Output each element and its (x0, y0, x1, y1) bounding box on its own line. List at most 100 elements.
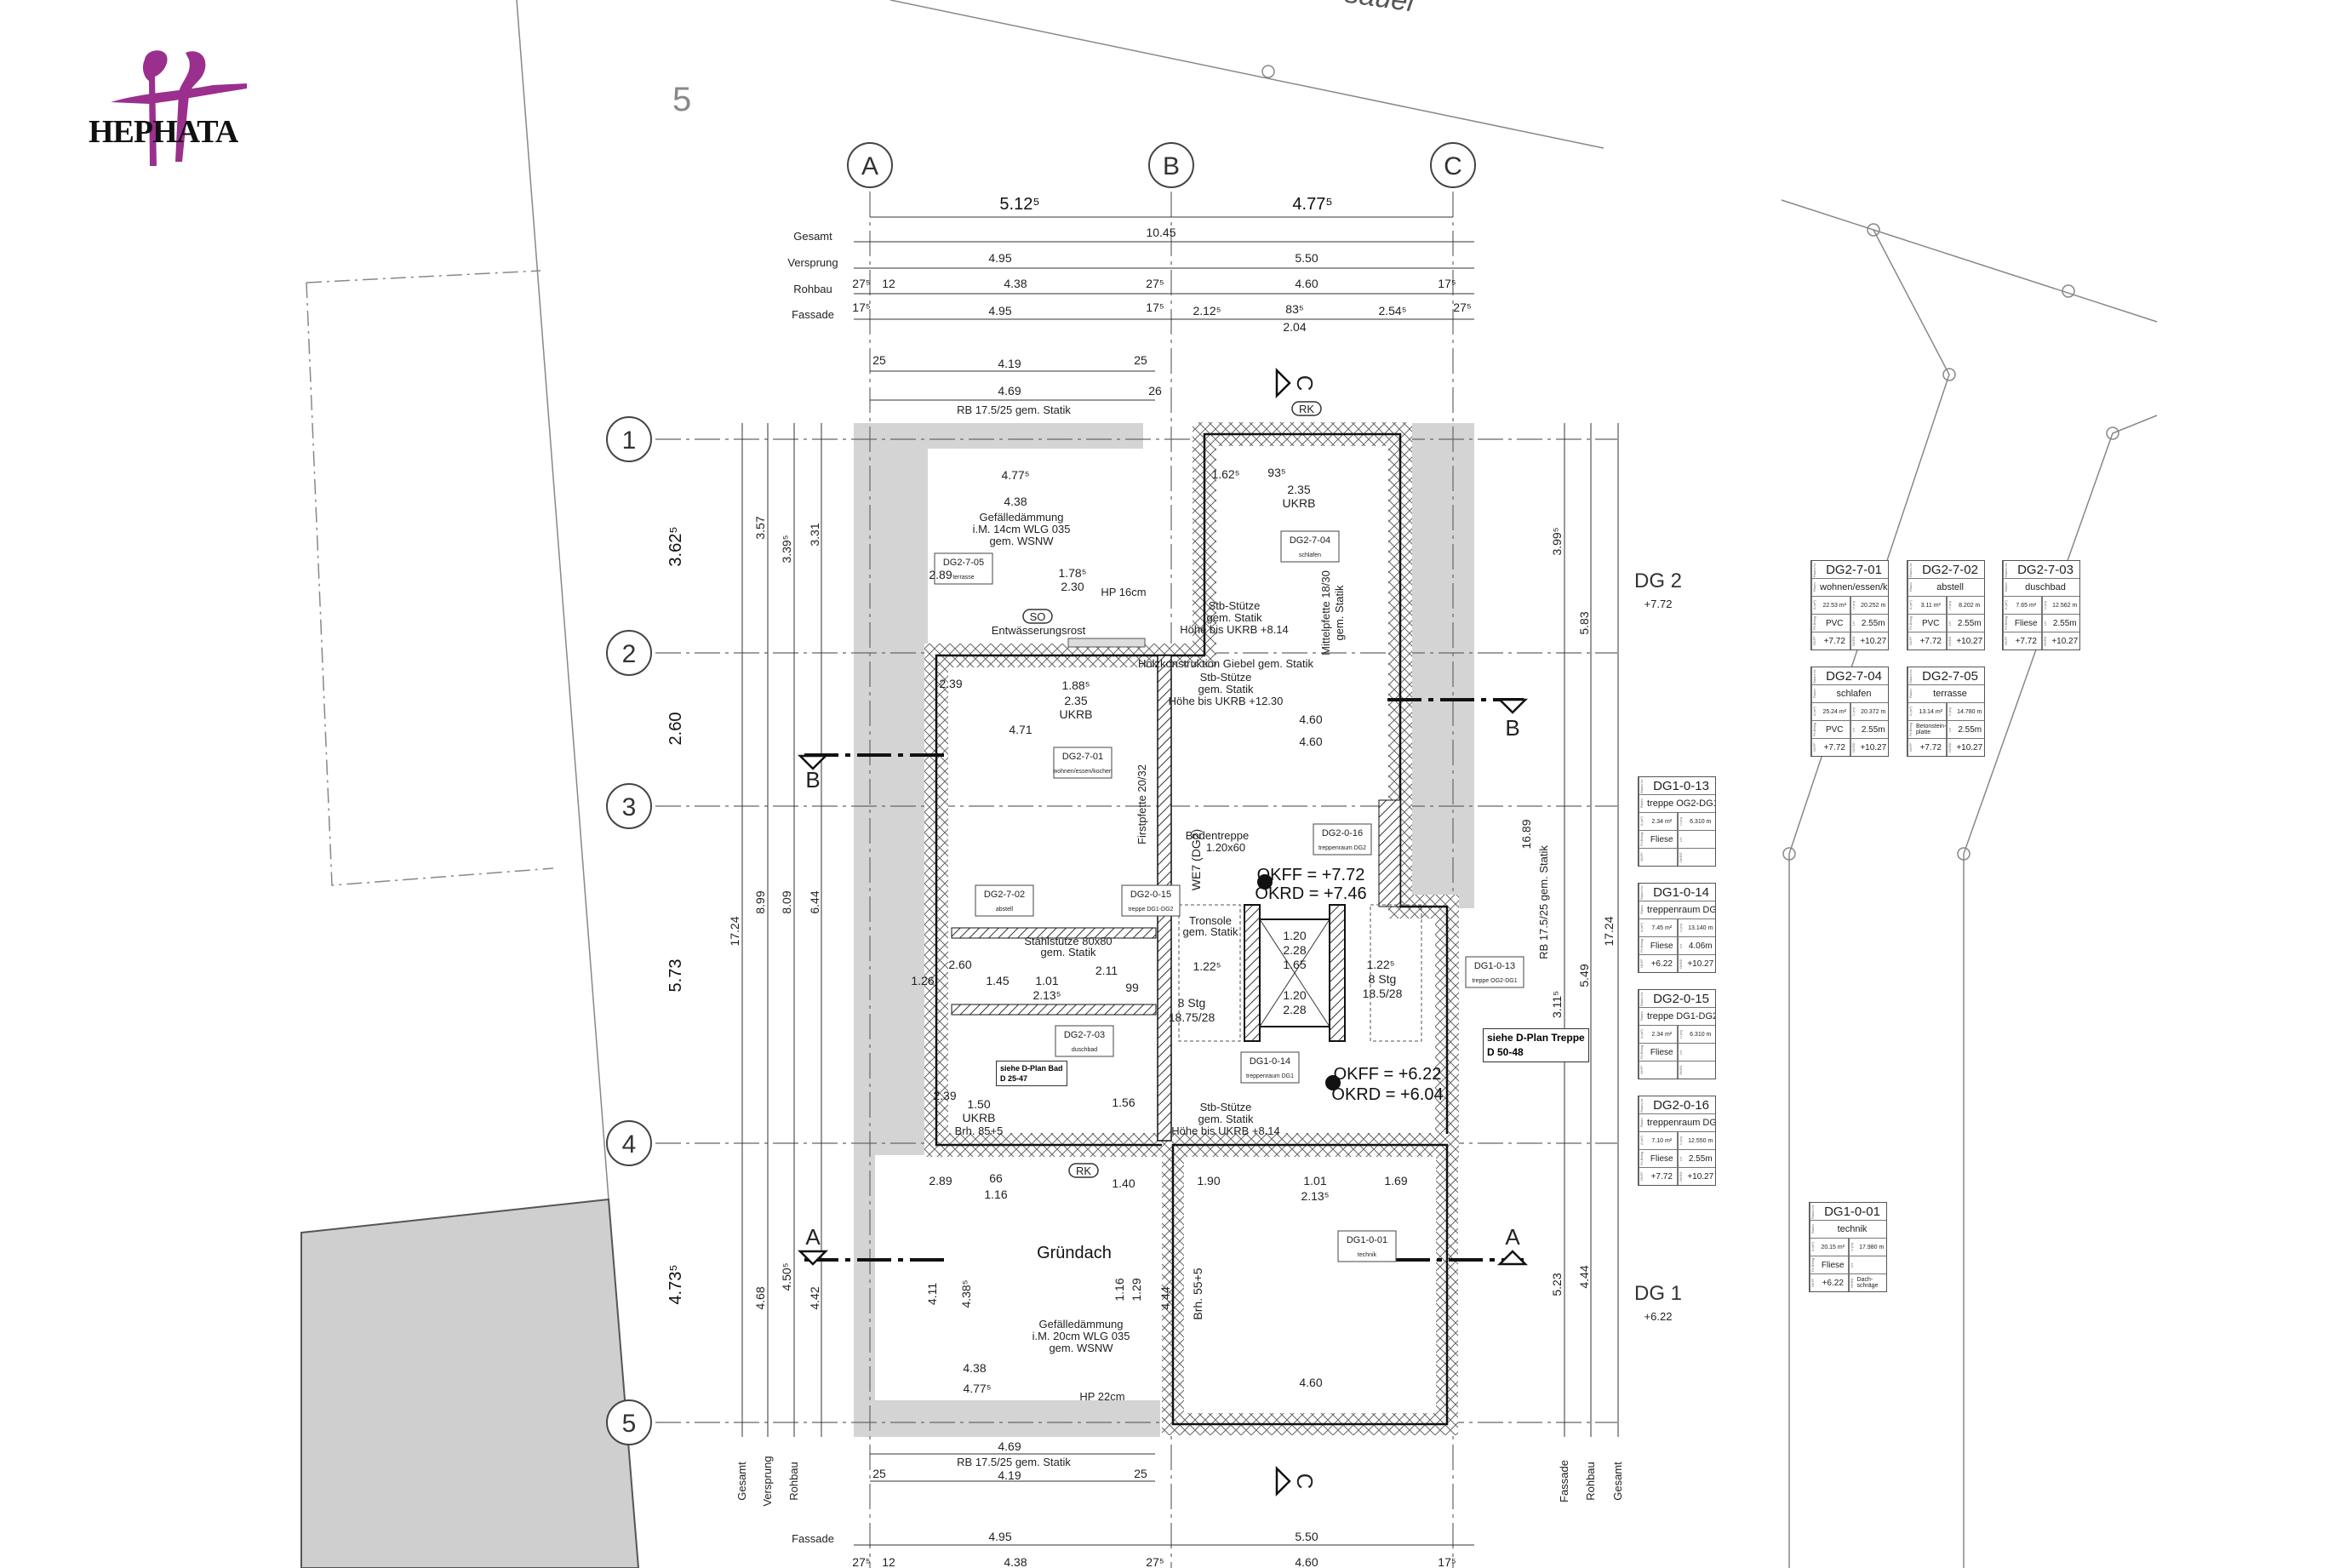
room-okrd: +10.27 (1956, 742, 1983, 753)
dim: 2.28 (1283, 943, 1306, 957)
grid-axis-4: 4 (622, 1130, 637, 1159)
stamp-label: Raum (1811, 579, 1820, 596)
room-number: DG2-7-01 (1826, 562, 1882, 577)
room-okrd: +10.27 (2051, 636, 2079, 646)
stamp-label: U (m) (1677, 1026, 1686, 1043)
dim: 2.54⁵ (1378, 304, 1406, 318)
dim: 8.99 (753, 890, 767, 913)
room-name: treppenraum DG1 (1647, 905, 1715, 915)
stamp-label: LH (1947, 721, 1956, 738)
room-name: wohnen/essen/kochen (1820, 582, 1888, 592)
stamp-label: OKFF (1908, 632, 1916, 650)
room-tag-id: DG1-0-14 (1250, 1056, 1290, 1067)
dim: 2.30 (1061, 580, 1084, 593)
dim: 2.39 (933, 1089, 956, 1102)
room-area: 20.15 m² (1818, 1239, 1849, 1256)
room-floor: Fliese (1647, 937, 1678, 954)
dim: 4.11 (925, 1283, 939, 1305)
room-height: 2.55m (1688, 1153, 1713, 1164)
dim: 66 (989, 1171, 1003, 1185)
stamp-label: A (m²) (1811, 703, 1820, 720)
row-label: Versprung (787, 256, 838, 269)
room-tag-id: DG2-7-04 (1290, 535, 1330, 546)
dim: 1.16 (1113, 1278, 1126, 1301)
note: gem. Statik (1040, 946, 1096, 959)
stamp-label: LH (2041, 615, 2051, 632)
dim: 17.24 (1602, 916, 1616, 946)
room-area: 2.34 m² (1647, 1026, 1678, 1043)
dim: 2.39 (939, 677, 962, 690)
dim: 6.44 (808, 890, 821, 913)
room-stamp: Raum-Nr.DG2-7-01Raumwohnen/essen/kochenA… (1810, 560, 1889, 650)
okff-label: OKFF = +6.22 (1334, 1065, 1442, 1084)
note: Stb-Stütze (1200, 1101, 1252, 1113)
note: Firstpfette 20/32 (1135, 764, 1148, 844)
room-floor: Fliese (1647, 1150, 1678, 1167)
dim-total: 10.45 (1146, 226, 1175, 239)
room-area: 7.10 m² (1647, 1132, 1678, 1149)
dim: 5.50 (1295, 251, 1318, 265)
stamp-label: Fb.Belag (1811, 721, 1820, 738)
dim: 2.60 (666, 712, 685, 746)
stamp-label: Fb.Belag (2003, 615, 2011, 632)
tag-bubbles (1022, 401, 1322, 1178)
neighbour-building (300, 1198, 640, 1568)
dim: 1.45 (986, 974, 1009, 987)
dim: 4.38⁵ (959, 1279, 973, 1308)
room-okrd (1686, 1062, 1716, 1079)
dim: 3.57 (753, 516, 767, 539)
okrd-label: OKRD = +6.04 (1331, 1085, 1443, 1104)
dim: 2.12⁵ (1193, 304, 1221, 318)
stamp-label: OKFF (1811, 739, 1820, 756)
room-tag-id: DG2-7-05 (943, 558, 984, 568)
note: 1.20x60 (1206, 841, 1245, 854)
section-marker-B-right: B (1505, 715, 1519, 741)
dim: 17⁵ (852, 300, 870, 314)
stamp-label: OKFF (1639, 1062, 1647, 1079)
dim: 4.60 (1295, 277, 1318, 290)
stamp-label: OKRD (1850, 739, 1859, 756)
dim: 3.99⁵ (1550, 527, 1564, 555)
dim: 5.50 (1295, 1530, 1318, 1543)
dim: 4.95 (988, 1530, 1011, 1543)
dim: 12 (882, 1555, 895, 1568)
note: gem. WSNW (989, 535, 1054, 547)
room-okrd: +10.27 (1956, 636, 1983, 646)
stamp-label: LH (1848, 1256, 1857, 1273)
stamp-label: Raum (1810, 1221, 1818, 1238)
room-tag-name: terrasse (952, 575, 974, 581)
dim: 17.24 (728, 916, 741, 946)
grid-axis-C: C (1444, 152, 1462, 180)
stamp-label: LH (1850, 615, 1859, 632)
room-floor: Fliese (1647, 1044, 1678, 1061)
dim: 2.11 (1095, 964, 1118, 977)
note: gem. Statik (1206, 611, 1262, 624)
stamp-label: Raum-Nr. (1811, 667, 1820, 684)
section-marker-C-bottom: C (1292, 1474, 1318, 1490)
dim: 27⁵ (1453, 300, 1471, 314)
dim: 1.22⁵ (1366, 958, 1394, 971)
unit-label: WE7 (DG2) (1189, 829, 1203, 890)
stamp-label: Raum (1639, 1008, 1647, 1025)
row-label: Fassade (1558, 1460, 1570, 1502)
stamp-label: A (m²) (1639, 919, 1647, 936)
stamp-label: A (m²) (2003, 597, 2011, 614)
dim: 18.5/28 (1363, 987, 1403, 1000)
dim: 4.69 (998, 384, 1021, 398)
dim: 4.19 (998, 357, 1021, 370)
stamp-label: Raum-Nr. (2003, 561, 2011, 578)
note: Gefälledämmung (980, 511, 1064, 524)
room-tag-name: treppe OG2-DG1 (1472, 978, 1517, 984)
stamp-label: A (m²) (1639, 1026, 1647, 1043)
callout-line: siehe D-Plan Bad (1000, 1064, 1063, 1073)
stamp-label: U (m) (1677, 813, 1686, 830)
dim: 1.65 (1283, 958, 1306, 971)
room-perimeter: 6.310 m (1690, 1031, 1712, 1038)
dim: 3.31 (808, 523, 821, 546)
dim: 2.04 (1283, 320, 1306, 334)
walls (924, 422, 1459, 1435)
